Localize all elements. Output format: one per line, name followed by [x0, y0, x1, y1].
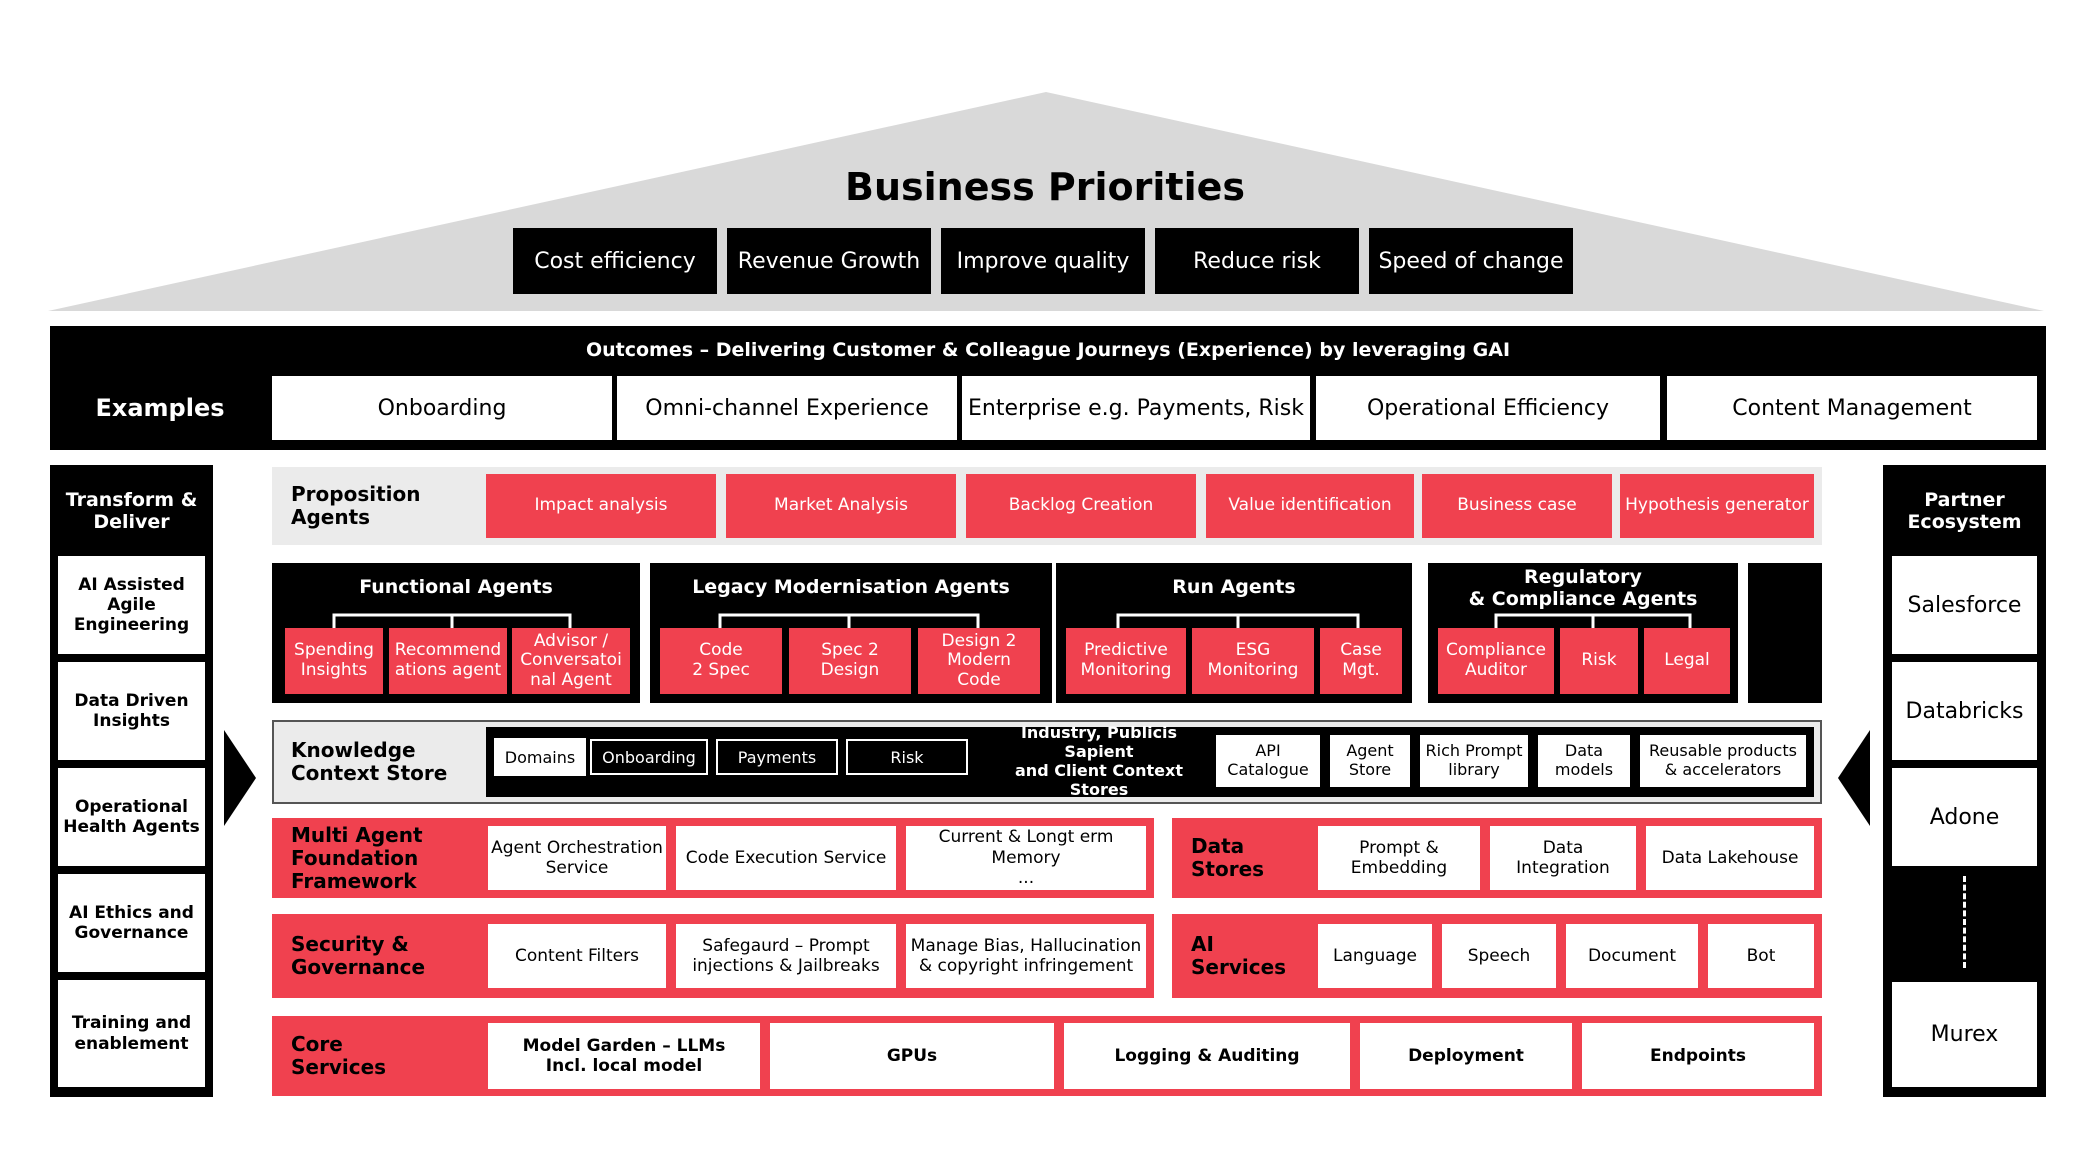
regulatory-agents-title: Regulatory & Compliance Agents — [1468, 565, 1698, 610]
core-gpus: GPUs — [770, 1023, 1054, 1089]
left-item-operational-health: Operational Health Agents — [58, 768, 205, 866]
proposition-value-identification: Value identification — [1206, 474, 1414, 538]
example-onboarding: Onboarding — [272, 376, 612, 440]
store-agent-store: Agent Store — [1330, 735, 1410, 787]
outcomes-title: Outcomes – Delivering Customer & Colleag… — [585, 339, 1511, 361]
domain-onboarding: Onboarding — [590, 739, 708, 775]
partner-ellipsis-line — [1963, 876, 1966, 968]
run-agents-title: Run Agents — [1172, 576, 1296, 598]
stores-label: Industry, Publicis Sapient and Client Co… — [1015, 723, 1183, 799]
data-stores-label: Data Stores — [1191, 834, 1265, 881]
security-label: Security & Governance — [291, 932, 426, 979]
functional-agents-title: Functional Agents — [359, 576, 553, 598]
extra-agents-panel — [1748, 563, 1822, 703]
page-title: Business Priorities — [844, 165, 1246, 209]
store-data-models: Data models — [1538, 735, 1630, 787]
left-item-data-driven: Data Driven Insights — [58, 662, 205, 760]
agent-risk: Risk — [1560, 628, 1638, 694]
proposition-market-analysis: Market Analysis — [726, 474, 956, 538]
proposition-label: Proposition Agents — [291, 482, 421, 529]
right-arrow-icon — [1838, 730, 1870, 826]
agent-legal: Legal — [1644, 628, 1730, 694]
domain-risk: Risk — [846, 739, 968, 775]
logging-auditing: Logging & Auditing — [1064, 1023, 1350, 1089]
priority-reduce-risk: Reduce risk — [1155, 228, 1359, 294]
domains-label: Domains — [494, 738, 586, 776]
examples-label: Examples — [95, 394, 225, 422]
agent-spec-2-design: Spec 2 Design — [789, 628, 911, 694]
code-execution-service: Code Execution Service — [676, 826, 896, 890]
agent-code-2-spec: Code 2 Spec — [660, 628, 782, 694]
proposition-business-case: Business case — [1422, 474, 1612, 538]
manage-bias: Manage Bias, Hallucination & copyright i… — [906, 924, 1146, 988]
priority-speed-of-change: Speed of change — [1369, 228, 1573, 294]
partner-databricks: Databricks — [1892, 662, 2037, 760]
core-endpoints: Endpoints — [1582, 1023, 1814, 1089]
agent-design-2-modern-code: Design 2 Modern Code — [918, 628, 1040, 694]
multi-agent-label: Multi Agent Foundation Framework — [291, 822, 423, 893]
data-integration: Data Integration — [1490, 826, 1636, 890]
safeguard-prompt-injections: Safegaurd – Prompt injections & Jailbrea… — [676, 924, 896, 988]
partner-adone: Adone — [1892, 768, 2037, 866]
ai-services-label: AI Services — [1191, 932, 1287, 979]
priority-improve-quality: Improve quality — [941, 228, 1145, 294]
model-garden: Model Garden – LLMs Incl. local model — [488, 1023, 760, 1089]
partner-murex: Murex — [1892, 982, 2037, 1087]
memory-service: Current & Longt erm Memory ... — [906, 826, 1146, 890]
right-column-title: Partner Ecosystem — [1907, 488, 2022, 533]
example-content-management: Content Management — [1667, 376, 2037, 440]
prompt-embedding: Prompt & Embedding — [1318, 826, 1480, 890]
priority-cost-efficiency: Cost efficiency — [513, 228, 717, 294]
proposition-hypothesis-generator: Hypothesis generator — [1620, 474, 1814, 538]
content-filters: Content Filters — [488, 924, 666, 988]
knowledge-label: Knowledge Context Store — [291, 738, 448, 785]
store-rich-prompt-library: Rich Prompt library — [1420, 735, 1528, 787]
ai-service-language: Language — [1318, 924, 1432, 988]
data-lakehouse: Data Lakehouse — [1646, 826, 1814, 890]
store-api-catalogue: API Catalogue — [1216, 735, 1320, 787]
ai-service-speech: Speech — [1442, 924, 1556, 988]
example-operational-efficiency: Operational Efficiency — [1316, 376, 1660, 440]
agent-orchestration-service: Agent Orchestration Service — [488, 826, 666, 890]
example-enterprise: Enterprise e.g. Payments, Risk — [962, 376, 1310, 440]
legacy-agents-title: Legacy Modernisation Agents — [692, 576, 1010, 598]
agent-compliance-auditor: Compliance Auditor — [1438, 628, 1554, 694]
agent-recommendations: Recommend ations agent — [389, 628, 507, 694]
left-arrow-icon — [224, 730, 256, 826]
ai-service-bot: Bot — [1708, 924, 1814, 988]
agent-esg-monitoring: ESG Monitoring — [1192, 628, 1314, 694]
core-services-label: Core Services — [291, 1032, 387, 1079]
ai-service-document: Document — [1566, 924, 1698, 988]
partner-salesforce: Salesforce — [1892, 556, 2037, 654]
domain-payments: Payments — [716, 739, 838, 775]
agent-connectors — [332, 613, 1692, 628]
agent-spending-insights: Spending Insights — [285, 628, 383, 694]
priority-revenue-growth: Revenue Growth — [727, 228, 931, 294]
agent-case-mgt: Case Mgt. — [1320, 628, 1402, 694]
proposition-impact-analysis: Impact analysis — [486, 474, 716, 538]
proposition-backlog-creation: Backlog Creation — [966, 474, 1196, 538]
agent-predictive-monitoring: Predictive Monitoring — [1066, 628, 1186, 694]
example-omni-channel: Omni-channel Experience — [617, 376, 957, 440]
agent-advisor: Advisor / Conversatoi nal Agent — [512, 628, 630, 694]
store-reusable-products: Reusable products & accelerators — [1640, 735, 1806, 787]
left-item-ai-assisted: AI Assisted Agile Engineering — [58, 556, 205, 654]
left-item-ai-ethics: AI Ethics and Governance — [58, 874, 205, 972]
left-item-training: Training and enablement — [58, 980, 205, 1087]
left-column-title: Transform & Deliver — [65, 488, 198, 533]
core-deployment: Deployment — [1360, 1023, 1572, 1089]
